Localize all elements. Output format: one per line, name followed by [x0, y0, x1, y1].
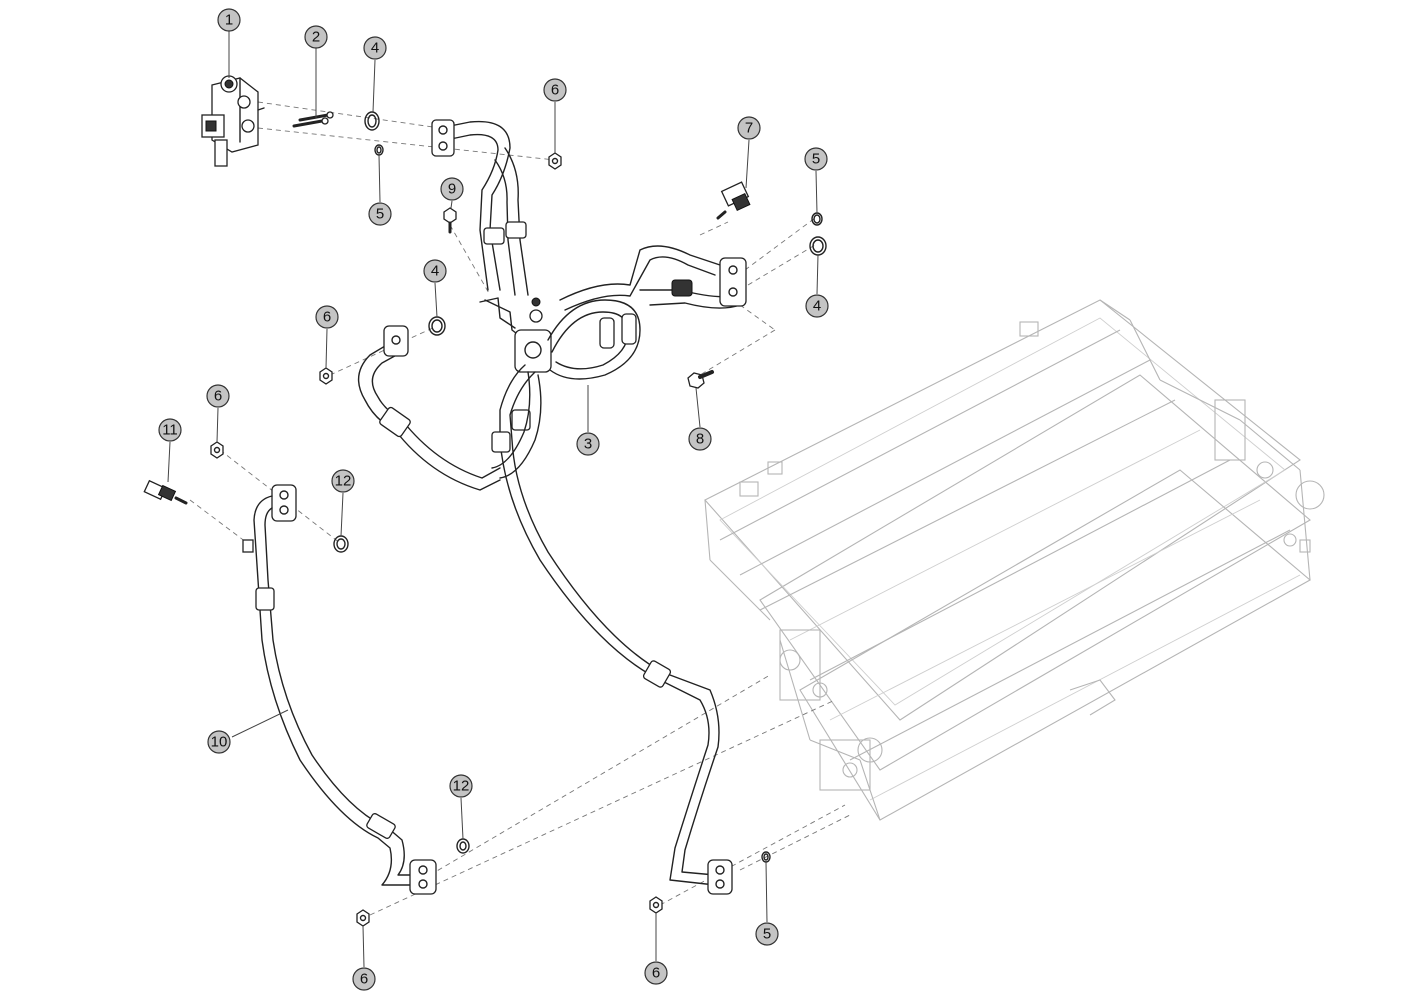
seal-rings [333, 111, 827, 863]
svg-text:5: 5 [763, 926, 771, 943]
callout-6: 6 [644, 961, 668, 985]
svg-text:4: 4 [431, 263, 439, 280]
callout-10: 10 [207, 730, 231, 754]
svg-text:12: 12 [335, 473, 352, 490]
callout-6: 6 [315, 305, 339, 329]
bolt-small [443, 207, 457, 234]
svg-text:1: 1 [225, 12, 233, 29]
callout-12: 12 [331, 469, 355, 493]
mounting-studs [292, 111, 334, 128]
callout-9: 9 [440, 177, 464, 201]
callout-6: 6 [543, 78, 567, 102]
leader-lines [167, 30, 819, 968]
expansion-valve [201, 75, 265, 167]
callout-3: 3 [576, 432, 600, 456]
callout-12: 12 [449, 774, 473, 798]
callout-7: 7 [737, 116, 761, 140]
callout-5: 5 [368, 202, 392, 226]
callout-4: 4 [423, 259, 447, 283]
svg-text:6: 6 [652, 965, 660, 982]
condenser-module [704, 299, 1325, 821]
svg-text:6: 6 [551, 82, 559, 99]
svg-text:2: 2 [312, 29, 320, 46]
discharge-hose [242, 484, 437, 895]
svg-text:6: 6 [214, 388, 222, 405]
callout-6: 6 [352, 967, 376, 991]
svg-text:10: 10 [211, 734, 228, 751]
hex-nuts [210, 152, 663, 927]
svg-text:11: 11 [162, 422, 178, 439]
pressure-sensor [716, 181, 751, 220]
svg-text:6: 6 [323, 309, 331, 326]
svg-text:4: 4 [371, 40, 379, 57]
callout-4: 4 [805, 294, 829, 318]
svg-text:8: 8 [696, 431, 704, 448]
pressure-switch [143, 479, 188, 505]
callout-8: 8 [688, 427, 712, 451]
svg-text:5: 5 [376, 206, 384, 223]
bolt-large [687, 370, 714, 389]
callout-11: 11 [158, 418, 182, 442]
svg-text:12: 12 [453, 778, 470, 795]
callout-5: 5 [755, 922, 779, 946]
svg-text:6: 6 [360, 971, 368, 988]
callout-4: 4 [363, 36, 387, 60]
assembly-lines [189, 101, 851, 916]
svg-text:7: 7 [745, 120, 753, 137]
svg-text:5: 5 [812, 151, 820, 168]
svg-text:4: 4 [813, 298, 821, 315]
svg-text:9: 9 [448, 181, 456, 198]
callout-5: 5 [804, 147, 828, 171]
callout-6: 6 [206, 384, 230, 408]
callout-1: 1 [217, 8, 241, 32]
main-refrigerant-line [431, 119, 747, 895]
callout-2: 2 [304, 25, 328, 49]
svg-text:3: 3 [584, 436, 592, 453]
suction-line [357, 325, 501, 491]
